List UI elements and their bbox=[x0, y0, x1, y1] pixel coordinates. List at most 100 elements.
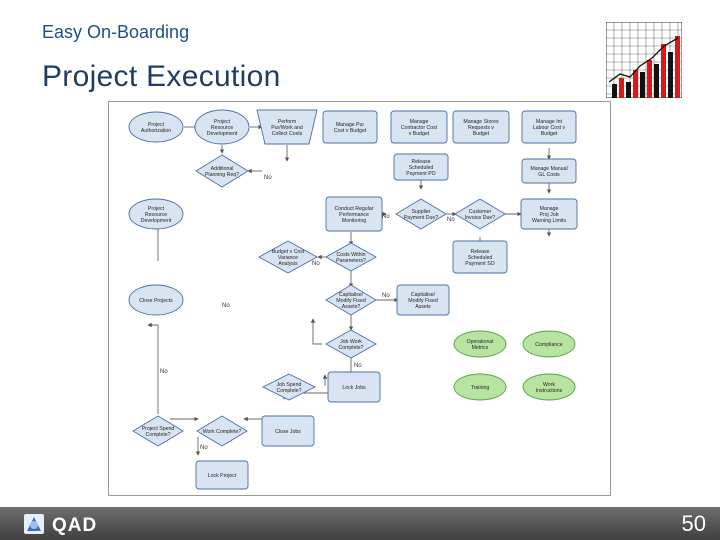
page-number: 50 bbox=[682, 511, 706, 537]
edge-label: No bbox=[160, 369, 168, 375]
flow-node: Manage StoresRequests vBudget bbox=[453, 111, 509, 143]
flow-node-label: Perform bbox=[278, 119, 296, 125]
flow-node: Close Projects bbox=[129, 285, 183, 315]
flow-node-label: Assets? bbox=[342, 304, 361, 310]
flow-node-label: Complete? bbox=[338, 345, 363, 351]
flow-node-label: Compliance bbox=[535, 342, 563, 348]
flow-node-label: Planning Req? bbox=[205, 172, 239, 178]
flow-node-label: Scheduled bbox=[468, 255, 493, 261]
flow-node-label: Budget v Cost bbox=[272, 249, 305, 255]
flow-node-label: Project bbox=[148, 206, 165, 212]
flow-node-label: Costs Within bbox=[336, 252, 365, 258]
flow-node-label: Close Projects bbox=[139, 298, 173, 304]
flow-node-label: Warning Limits bbox=[532, 218, 567, 224]
edge-label: No bbox=[447, 217, 455, 223]
flow-node-label: Job Work bbox=[340, 339, 362, 345]
flow-node-label: Monitoring bbox=[342, 218, 366, 224]
flow-node: ReleaseScheduledPayment SO bbox=[453, 241, 507, 273]
slide-title: Project Execution bbox=[42, 60, 281, 94]
flow-node-label: Development bbox=[207, 131, 238, 137]
flow-node-label: Close Jobs bbox=[275, 429, 301, 435]
flow-node-label: Invoice Due? bbox=[465, 215, 495, 221]
flow-node-label: Payment PO bbox=[406, 171, 435, 177]
flow-node-label: Customer bbox=[469, 209, 492, 215]
flow-node: Lock Jobs bbox=[328, 372, 380, 402]
flow-node-label: Project bbox=[214, 119, 231, 125]
edge-label: No bbox=[200, 445, 208, 451]
flow-node: ManageContractor Costv Budget bbox=[391, 111, 447, 143]
flow-node-label: Labour Cost v bbox=[533, 125, 566, 131]
flow-node-label: Requests v bbox=[468, 125, 494, 131]
process-flow-diagram: ProjectAuthorizationProjectResourceDevel… bbox=[108, 101, 611, 496]
flow-node: Lock Project bbox=[196, 461, 248, 489]
edge-label: No bbox=[354, 363, 362, 369]
flow-node-label: Proj Job bbox=[539, 212, 558, 218]
flow-node-label: Authorization bbox=[141, 128, 171, 134]
flow-node-label: Job Spend bbox=[277, 382, 302, 388]
flow-node-label: Performance bbox=[339, 212, 369, 218]
flow-node-label: Variance bbox=[278, 255, 298, 261]
flow-node-label: Project bbox=[148, 122, 165, 128]
flow-node-label: Additional bbox=[211, 166, 234, 172]
edge-label: No bbox=[382, 293, 390, 299]
flow-node-label: Supplier bbox=[411, 209, 430, 215]
flow-node-label: Collect Costs bbox=[272, 131, 303, 137]
flow-node-label: Lock Jobs bbox=[342, 385, 366, 391]
flow-node-label: Capitalise/ bbox=[339, 292, 364, 298]
flow-node-label: Budget bbox=[541, 131, 558, 137]
flow-node-label: Capitalise/ bbox=[411, 292, 436, 298]
flow-node-label: GL Costs bbox=[538, 172, 560, 178]
flow-node-label: Metrics bbox=[472, 345, 489, 351]
edge-label: No bbox=[264, 175, 272, 181]
flow-node-label: Work bbox=[543, 382, 555, 388]
flow-node-label: Parameters? bbox=[336, 258, 366, 264]
flow-node-label: Training bbox=[471, 385, 490, 391]
flow-node-label: Project Spend bbox=[142, 426, 175, 432]
flow-node: ProjectResourceDevelopment bbox=[195, 110, 249, 144]
flow-node: Training bbox=[454, 374, 506, 400]
flow-node-label: Resource bbox=[211, 125, 233, 131]
flow-node-label: Modify Fixed bbox=[408, 298, 438, 304]
flow-node-label: Development bbox=[141, 218, 172, 224]
bar-chart-icon bbox=[606, 22, 682, 98]
flow-node-label: Payment Due? bbox=[404, 215, 438, 221]
flow-node-label: v Budget bbox=[409, 131, 430, 137]
flow-node-label: Work Complete? bbox=[203, 429, 242, 435]
flow-node: Compliance bbox=[523, 331, 575, 357]
flow-node-label: Budget bbox=[473, 131, 490, 137]
flow-node-label: Scheduled bbox=[409, 165, 434, 171]
flow-node: Close Jobs bbox=[262, 416, 314, 446]
flow-node-label: Instructions bbox=[536, 388, 563, 394]
flow-node-label: Analysis bbox=[278, 261, 298, 267]
footer-bar: QAD 50 bbox=[0, 507, 720, 540]
flow-node-label: Cost v Budget bbox=[334, 128, 367, 134]
presentation-eyebrow: Easy On-Boarding bbox=[42, 22, 189, 43]
flow-node-label: Complete? bbox=[276, 388, 301, 394]
flow-node-label: Release bbox=[470, 249, 489, 255]
flow-node-label: Lock Project bbox=[208, 473, 237, 479]
edge-label: No bbox=[312, 261, 320, 267]
flow-node-label: Conduct Regular bbox=[335, 206, 374, 212]
flow-node-label: Manage Pur bbox=[336, 122, 365, 128]
flow-node-label: Manage Int bbox=[536, 119, 563, 125]
flow-node-label: Release bbox=[411, 159, 430, 165]
flow-node-label: Operational bbox=[467, 339, 494, 345]
flow-node-label: Manage Stores bbox=[463, 119, 499, 125]
flow-node-label: Complete? bbox=[145, 432, 170, 438]
svg-text:QAD: QAD bbox=[52, 515, 97, 535]
flow-node-label: Manage bbox=[410, 119, 429, 125]
flow-node-label: Assets bbox=[415, 304, 431, 310]
edge-label: No bbox=[382, 214, 390, 220]
flow-node-label: Manage Manual bbox=[530, 166, 567, 172]
qad-logo: QAD bbox=[24, 513, 120, 535]
flow-node: Manage IntLabour Cost vBudget bbox=[522, 111, 576, 143]
flow-node-label: Manage bbox=[540, 206, 559, 212]
